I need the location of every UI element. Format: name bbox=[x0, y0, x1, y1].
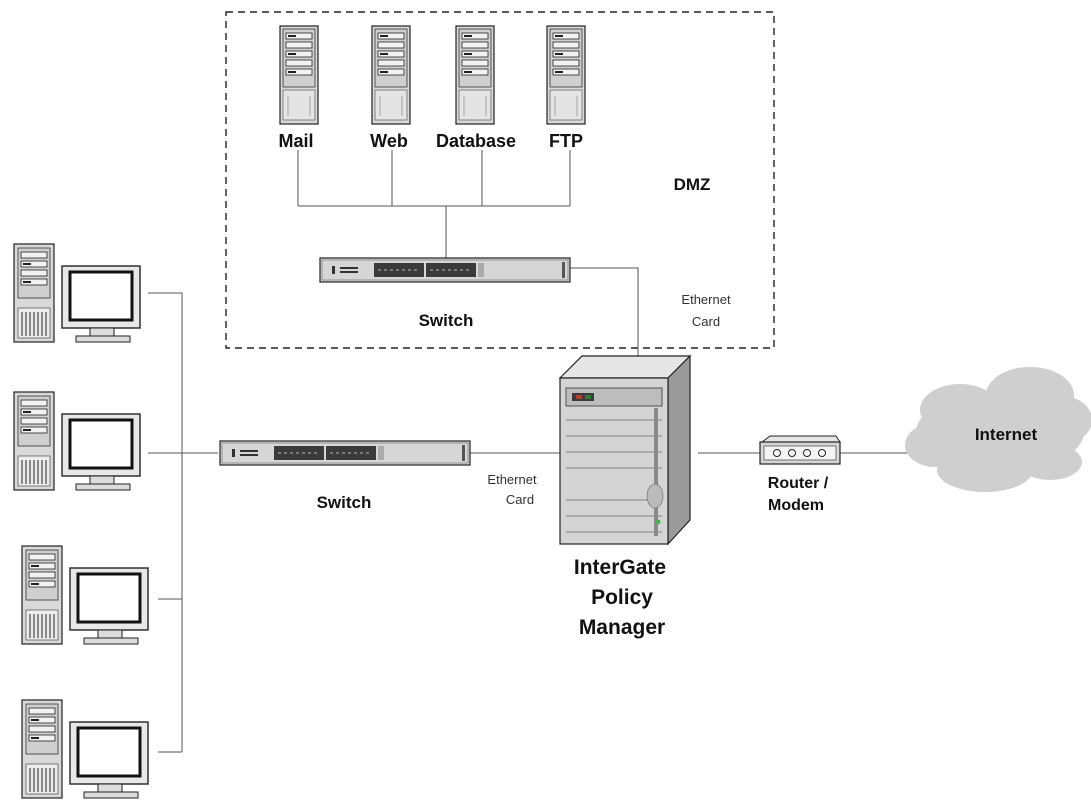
server-label-web: Web bbox=[370, 131, 408, 151]
server-web bbox=[371, 25, 411, 125]
intergate-server bbox=[558, 354, 692, 546]
router-modem bbox=[759, 435, 841, 465]
internet-label: Internet bbox=[975, 425, 1038, 444]
workstation bbox=[20, 544, 150, 646]
internet-cloud bbox=[905, 367, 1091, 492]
lan-ethernet-card-label-line2: Card bbox=[506, 492, 534, 507]
lan-switch-label: Switch bbox=[317, 493, 372, 512]
gateway-label-line2: Policy bbox=[591, 586, 653, 609]
server-ftp bbox=[546, 25, 586, 125]
server-label-ftp: FTP bbox=[549, 131, 583, 151]
server-label-mail: Mail bbox=[278, 131, 313, 151]
dmz-switch-label: Switch bbox=[419, 311, 474, 330]
server-mail bbox=[279, 25, 319, 125]
lan-ethernet-card-label-line1: Ethernet bbox=[487, 472, 537, 487]
dmz-label: DMZ bbox=[674, 175, 711, 194]
gateway-label-line1: InterGate bbox=[574, 556, 666, 579]
gateway-label-line3: Manager bbox=[579, 616, 665, 639]
router-label-line2: Modem bbox=[768, 497, 824, 514]
dmz-ethernet-card-label-line1: Ethernet bbox=[681, 292, 731, 307]
connection-lines bbox=[148, 150, 912, 753]
workstation bbox=[12, 242, 142, 344]
workstation bbox=[12, 390, 142, 492]
dmz-ethernet-card-label-line2: Card bbox=[692, 314, 720, 329]
server-label-database: Database bbox=[436, 131, 516, 151]
lan-switch bbox=[219, 440, 471, 466]
router-label-line1: Router / bbox=[768, 475, 829, 492]
workstation bbox=[20, 698, 150, 800]
dmz-switch bbox=[319, 257, 571, 283]
server-database bbox=[455, 25, 495, 125]
dmz-boundary bbox=[225, 11, 775, 349]
